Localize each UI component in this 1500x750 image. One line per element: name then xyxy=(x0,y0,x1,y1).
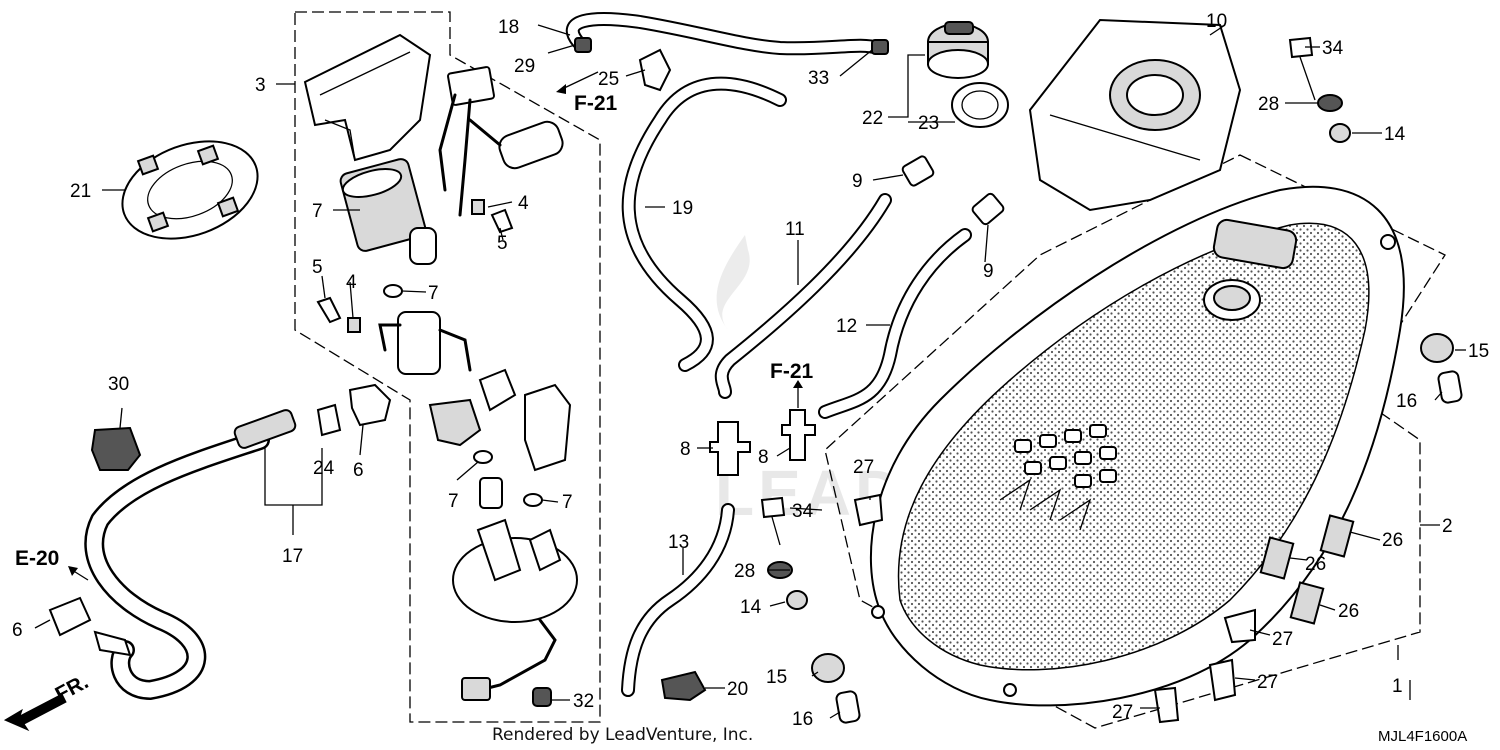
callout-7-ring-right: 7 xyxy=(562,492,573,513)
callout-21: 21 xyxy=(70,181,91,202)
diagram-code: MJL4F1600A xyxy=(1378,728,1467,745)
callout-14-lower: 14 xyxy=(740,597,762,618)
pump-bracket-part xyxy=(303,33,432,162)
callout-labels: 3 21 7 4 5 5 4 7 7 7 6 24 17 30 6 32 18 … xyxy=(12,11,1489,730)
callout-11: 11 xyxy=(785,219,805,240)
fuel-feed-hose-part xyxy=(84,409,297,700)
fuel-cap-part xyxy=(927,21,989,79)
callout-28-upper: 28 xyxy=(1258,94,1279,115)
callout-7-ring-upper: 7 xyxy=(428,283,439,304)
callout-7-filter: 7 xyxy=(312,201,323,222)
tank-bottom-cells xyxy=(999,424,1117,531)
callout-23: 23 xyxy=(918,113,939,134)
callout-19: 19 xyxy=(672,198,693,219)
joint-part-24 xyxy=(316,403,342,437)
callout-17: 17 xyxy=(282,546,303,567)
clip-parts-27 xyxy=(853,493,1256,724)
callout-26-middle: 26 xyxy=(1305,554,1326,575)
seal-parts-6 xyxy=(48,383,392,637)
callout-27-bottom: 27 xyxy=(1112,702,1133,723)
callout-6-lower: 6 xyxy=(12,620,23,641)
callout-1: 1 xyxy=(1392,676,1403,697)
callout-13: 13 xyxy=(668,532,689,553)
joint-parts-8 xyxy=(709,409,816,476)
callout-27-upper: 27 xyxy=(853,457,874,478)
ref-e20: E-20 xyxy=(15,547,59,570)
callout-5-lower: 5 xyxy=(312,257,323,278)
hose-part-12 xyxy=(818,228,972,419)
callout-4-upper: 4 xyxy=(518,193,529,214)
callout-16-lower: 16 xyxy=(792,709,813,730)
callout-34-lower: 34 xyxy=(792,501,814,522)
callout-22: 22 xyxy=(862,108,883,129)
callout-4-lower: 4 xyxy=(346,272,357,293)
clamp-part-20 xyxy=(660,670,707,702)
ref-f21-top: F-21 xyxy=(574,92,618,115)
footer-credit: Rendered by LeadVenture, Inc. xyxy=(492,725,753,745)
fuel-level-sender-part xyxy=(438,66,564,217)
callout-29: 29 xyxy=(514,56,535,77)
fuel-pump-motor-part xyxy=(378,311,472,375)
callout-26-right: 26 xyxy=(1382,530,1403,551)
bolt-parts-34 xyxy=(760,36,1316,546)
callout-9-lower: 9 xyxy=(983,261,994,282)
collar-parts-14 xyxy=(786,123,1351,610)
callout-25: 25 xyxy=(598,69,619,90)
callout-34-upper: 34 xyxy=(1322,38,1344,59)
grommet-part-32 xyxy=(532,687,552,707)
fuel-pump-base-part xyxy=(452,477,578,701)
callout-15-lower: 15 xyxy=(766,667,787,688)
ref-f21-middle: F-21 xyxy=(770,360,814,383)
hose-part-11 xyxy=(714,193,892,399)
callout-27-right-lower: 27 xyxy=(1257,672,1278,693)
callout-27-right-upper: 27 xyxy=(1272,629,1293,650)
reference-labels: F-21 F-21 E-20 xyxy=(15,71,814,581)
cap-seal-part xyxy=(951,82,1009,128)
joint-parts-9 xyxy=(901,155,1005,226)
fuel-pump-assembly-box xyxy=(294,11,601,723)
callout-8-right: 8 xyxy=(758,447,769,468)
front-direction-arrow: FR. xyxy=(3,670,92,732)
pressure-regulator-part xyxy=(428,368,572,472)
callout-12: 12 xyxy=(836,316,857,337)
callout-32: 32 xyxy=(573,691,594,712)
leader-lines xyxy=(34,24,1466,719)
callout-2: 2 xyxy=(1442,516,1453,537)
callout-30: 30 xyxy=(108,374,129,395)
callout-14-upper: 14 xyxy=(1384,124,1406,145)
hose-part-13 xyxy=(621,503,735,697)
pump-ring-part xyxy=(121,140,259,240)
breather-hose-part xyxy=(565,12,885,56)
collar-parts-16 xyxy=(835,370,1463,724)
callout-3: 3 xyxy=(255,75,266,96)
fuel-tank-part xyxy=(869,185,1405,707)
callout-20: 20 xyxy=(727,679,748,700)
callout-8-left: 8 xyxy=(680,439,691,460)
fuel-filter-part xyxy=(339,158,437,265)
callout-33: 33 xyxy=(808,68,829,89)
callout-16-upper: 16 xyxy=(1396,391,1417,412)
callout-5-upper: 5 xyxy=(497,233,508,254)
callout-9-upper: 9 xyxy=(852,171,863,192)
callout-6-upper: 6 xyxy=(353,460,364,481)
callout-10: 10 xyxy=(1206,11,1227,32)
nut-parts-4 xyxy=(347,199,485,333)
overflow-hose-part xyxy=(621,76,787,372)
callout-26-lower: 26 xyxy=(1338,601,1359,622)
pad-parts-26 xyxy=(1259,514,1355,625)
callout-24: 24 xyxy=(313,458,335,479)
clamp-part-30 xyxy=(90,426,142,471)
bolt-parts-5 xyxy=(316,208,514,324)
callout-15-upper: 15 xyxy=(1468,341,1489,362)
clip-parts-29-33 xyxy=(574,37,889,55)
clip-part-25 xyxy=(638,48,672,92)
callout-28-lower: 28 xyxy=(734,561,755,582)
rubber-parts-15 xyxy=(811,333,1454,683)
tank-tray-part xyxy=(1028,18,1242,212)
callout-7-ring-left: 7 xyxy=(448,491,459,512)
callout-18: 18 xyxy=(498,17,519,38)
